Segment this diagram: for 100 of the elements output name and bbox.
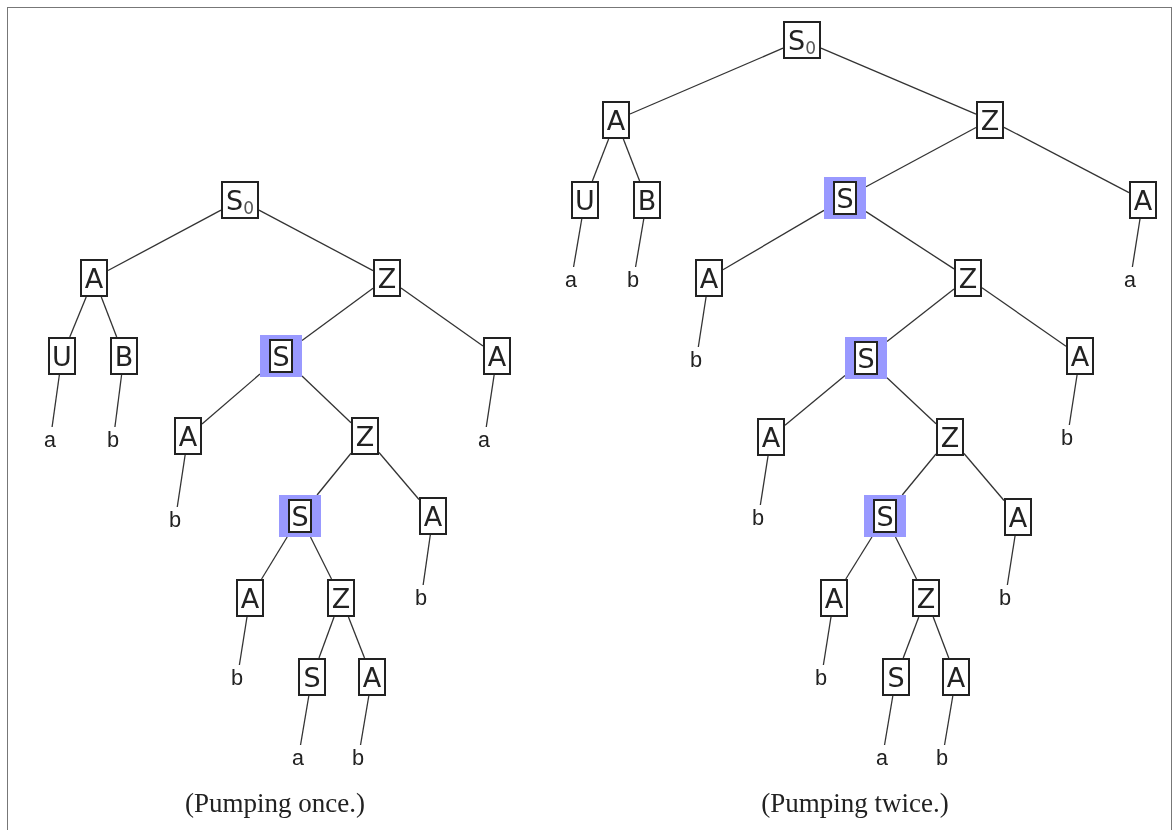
tree-branch bbox=[69, 296, 87, 338]
tree-branch bbox=[722, 209, 825, 271]
terminal-symbol: a bbox=[477, 432, 491, 452]
nonterminal-box: A bbox=[695, 259, 723, 297]
tree-branch bbox=[114, 374, 123, 428]
tree-branch bbox=[347, 616, 366, 659]
tree-branch bbox=[622, 138, 641, 182]
tree-branch bbox=[886, 377, 937, 425]
terminal-symbol: b bbox=[106, 432, 120, 452]
nonterminal-box: A bbox=[1066, 337, 1094, 375]
tree-branch bbox=[258, 209, 374, 272]
nonterminal-box: S bbox=[298, 658, 326, 696]
tree-branch bbox=[865, 211, 955, 270]
terminal-symbol: a bbox=[875, 750, 889, 770]
nonterminal-box: A bbox=[1004, 498, 1032, 536]
nonterminal-box: A bbox=[757, 418, 785, 456]
tree-branch bbox=[963, 452, 1005, 502]
tree-branch bbox=[1006, 535, 1016, 586]
caption: (Pumping twice.) bbox=[761, 786, 949, 820]
highlight-box bbox=[845, 337, 887, 379]
tree-branch bbox=[883, 695, 894, 746]
tree-branch bbox=[932, 616, 950, 659]
nonterminal-box: A bbox=[483, 337, 511, 375]
terminal-symbol: b bbox=[689, 352, 703, 372]
tree-branch bbox=[943, 695, 954, 746]
highlight-box bbox=[864, 495, 906, 537]
terminal-symbol: b bbox=[230, 670, 244, 690]
highlight-box bbox=[824, 177, 866, 219]
terminal-symbol: b bbox=[751, 510, 765, 530]
nonterminal-box: A bbox=[236, 579, 264, 617]
nonterminal-box: Z bbox=[936, 418, 964, 456]
tree-branch bbox=[629, 47, 784, 115]
nonterminal-box: S bbox=[288, 499, 312, 533]
nonterminal-box: Z bbox=[373, 259, 401, 297]
nonterminal-box: S bbox=[854, 341, 878, 375]
nonterminal-box: U bbox=[48, 337, 76, 375]
nonterminal-box: S bbox=[269, 339, 293, 373]
tree-branch bbox=[1003, 126, 1130, 194]
terminal-symbol: b bbox=[998, 590, 1012, 610]
nonterminal-box: S bbox=[873, 499, 897, 533]
nonterminal-box: A bbox=[80, 259, 108, 297]
nonterminal-box: A bbox=[1129, 181, 1157, 219]
nonterminal-box: U bbox=[571, 181, 599, 219]
tree-branch bbox=[176, 454, 186, 508]
terminal-symbol: b bbox=[1060, 430, 1074, 450]
nonterminal-box: A bbox=[942, 658, 970, 696]
tree-branch bbox=[822, 616, 832, 666]
tree-branch bbox=[238, 616, 248, 666]
tree-branch bbox=[485, 374, 495, 428]
nonterminal-box: Z bbox=[912, 579, 940, 617]
tree-branch bbox=[309, 536, 333, 580]
nonterminal-box: B bbox=[633, 181, 661, 219]
tree-branch bbox=[865, 126, 977, 188]
tree-branch bbox=[301, 375, 352, 424]
highlight-box bbox=[260, 335, 302, 377]
tree-branch bbox=[901, 453, 937, 496]
terminal-symbol: b bbox=[814, 670, 828, 690]
tree-branch bbox=[759, 455, 769, 506]
tree-branch bbox=[378, 451, 420, 501]
tree-branch bbox=[1068, 374, 1078, 426]
nonterminal-box: Z bbox=[327, 579, 355, 617]
nonterminal-box: B bbox=[110, 337, 138, 375]
nonterminal-box: A bbox=[820, 579, 848, 617]
nonterminal-box: Z bbox=[976, 101, 1004, 139]
tree-branch bbox=[1131, 218, 1141, 268]
terminal-symbol: a bbox=[43, 432, 57, 452]
terminal-symbol: b bbox=[935, 750, 949, 770]
terminal-symbol: b bbox=[351, 750, 365, 770]
tree-branch bbox=[299, 695, 310, 746]
tree-branch bbox=[784, 374, 846, 426]
nonterminal-box: S$_{0}$ bbox=[221, 181, 259, 219]
terminal-symbol: b bbox=[414, 590, 428, 610]
nonterminal-box: S bbox=[882, 658, 910, 696]
tree-branch bbox=[697, 296, 707, 348]
tree-branch bbox=[359, 695, 370, 746]
tree-branch bbox=[260, 536, 288, 580]
caption: (Pumping once.) bbox=[185, 786, 365, 820]
tree-branch bbox=[51, 374, 60, 428]
terminal-symbol: a bbox=[291, 750, 305, 770]
highlight-box bbox=[279, 495, 321, 537]
nonterminal-box: Z bbox=[351, 417, 379, 455]
tree-branch bbox=[201, 373, 261, 425]
nonterminal-box: Z bbox=[954, 259, 982, 297]
tree-branch bbox=[316, 452, 352, 496]
terminal-symbol: b bbox=[626, 272, 640, 292]
tree-branch bbox=[845, 536, 873, 580]
tree-branch bbox=[572, 218, 583, 268]
terminal-symbol: b bbox=[168, 512, 182, 532]
tree-branch bbox=[100, 296, 118, 338]
nonterminal-box: A bbox=[358, 658, 386, 696]
nonterminal-box: A bbox=[602, 101, 630, 139]
tree-branch bbox=[318, 616, 335, 659]
tree-branch bbox=[400, 287, 484, 347]
terminal-symbol: a bbox=[564, 272, 578, 292]
tree-branch bbox=[894, 536, 918, 580]
nonterminal-box: S$_{0}$ bbox=[783, 21, 821, 59]
tree-branch bbox=[886, 288, 955, 343]
tree-branch bbox=[634, 218, 645, 268]
tree-branch bbox=[301, 287, 374, 342]
nonterminal-box: A bbox=[174, 417, 202, 455]
